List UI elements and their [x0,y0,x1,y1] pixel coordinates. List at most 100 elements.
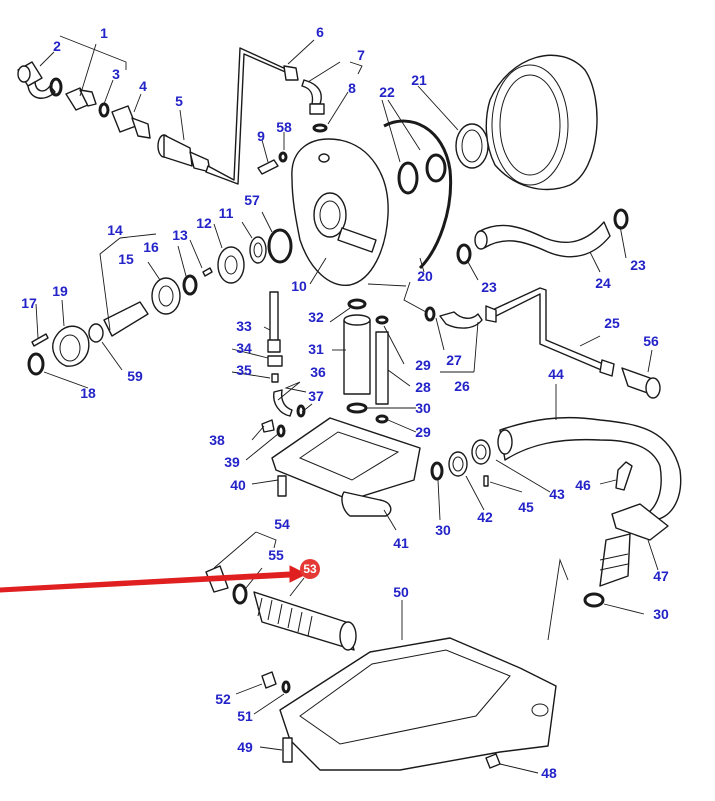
callout-29a[interactable]: 29 [415,357,431,373]
plug-52[interactable] [261,671,277,689]
callout-54[interactable]: 54 [274,516,290,532]
callout-59[interactable]: 59 [127,368,143,384]
callout-15[interactable]: 15 [118,251,134,267]
callout-27[interactable]: 27 [446,352,462,368]
pin-13[interactable] [202,267,213,277]
union-4[interactable] [111,105,151,139]
callout-26[interactable]: 26 [454,378,470,394]
callout-9[interactable]: 9 [257,128,265,144]
elbow-36[interactable] [273,389,293,417]
callout-7[interactable]: 7 [357,47,365,63]
o-ring-30b[interactable] [430,461,444,481]
o-ring-3[interactable] [98,102,110,118]
callout-30a[interactable]: 30 [415,400,431,416]
callout-42[interactable]: 42 [477,509,493,525]
callout-51[interactable]: 51 [237,708,253,724]
o-ring-30a[interactable] [346,402,368,414]
bearing-11[interactable] [249,236,267,264]
callout-57[interactable]: 57 [244,192,260,208]
callout-8[interactable]: 8 [348,80,356,96]
callout-22[interactable]: 22 [379,84,395,100]
o-ring-57[interactable] [267,228,293,264]
o-ring-39[interactable] [276,424,286,438]
o-ring-23a[interactable] [456,243,472,265]
callout-49[interactable]: 49 [237,739,253,755]
callout-30b[interactable]: 30 [435,522,451,538]
callout-46[interactable]: 46 [575,477,591,493]
nut-48[interactable] [485,753,501,769]
callout-34[interactable]: 34 [236,340,252,356]
callout-39[interactable]: 39 [224,454,240,470]
callout-13[interactable]: 13 [172,227,188,243]
seal-21[interactable] [455,123,489,169]
callout-44[interactable]: 44 [548,366,564,382]
callout-30c[interactable]: 30 [653,606,669,622]
washer-2b[interactable] [49,77,63,97]
callout-1[interactable]: 1 [100,25,108,41]
elbow-27[interactable] [439,311,483,329]
bolt-49[interactable] [282,737,293,763]
fitting-56[interactable] [621,367,661,399]
pipe-nut-25b[interactable] [599,359,615,377]
plug-35[interactable] [271,373,279,383]
filter-53[interactable] [253,591,357,651]
bolt-46[interactable] [615,461,633,491]
oil-pan-50[interactable] [279,637,557,771]
sleeve-42[interactable] [448,451,468,477]
callout-56[interactable]: 56 [643,333,659,349]
callout-31[interactable]: 31 [308,341,324,357]
adapter-1[interactable] [65,87,97,111]
pipe-nut-6[interactable] [283,65,299,81]
callout-41[interactable]: 41 [393,535,409,551]
pipe-6[interactable] [205,47,291,185]
pipe-25[interactable] [487,287,609,373]
bolt-40[interactable] [277,475,287,497]
callout-23a[interactable]: 23 [481,279,497,295]
callout-29b[interactable]: 29 [415,424,431,440]
sleeve-31[interactable] [343,314,371,395]
callout-17[interactable]: 17 [21,295,37,311]
callout-36[interactable]: 36 [310,364,326,380]
callout-37[interactable]: 37 [308,388,324,404]
callout-19[interactable]: 19 [52,283,68,299]
callout-32[interactable]: 32 [308,309,324,325]
callout-33[interactable]: 33 [236,318,252,334]
callout-4[interactable]: 4 [139,78,147,94]
callout-14[interactable]: 14 [107,222,123,238]
callout-20[interactable]: 20 [417,268,433,284]
callout-18[interactable]: 18 [80,385,96,401]
bolt-17[interactable] [31,333,49,347]
gasket-20[interactable] [383,119,453,270]
flange-47[interactable] [611,503,669,541]
cover-41[interactable] [271,417,421,517]
callout-28[interactable]: 28 [415,379,431,395]
callout-38[interactable]: 38 [209,432,225,448]
callout-45[interactable]: 45 [518,499,534,515]
tube-33[interactable] [269,291,279,343]
sleeve-43[interactable] [471,439,491,465]
tube-28[interactable] [375,331,389,405]
callout-25[interactable]: 25 [604,315,620,331]
callout-43[interactable]: 43 [549,486,565,502]
o-ring-23b[interactable] [613,208,629,230]
callout-16[interactable]: 16 [143,239,159,255]
nut-59[interactable] [88,323,104,343]
callout-5[interactable]: 5 [175,93,183,109]
o-ring-22a[interactable] [397,161,419,195]
callout-47[interactable]: 47 [653,568,669,584]
callout-48[interactable]: 48 [541,765,557,781]
tube-33-nut[interactable] [267,339,281,353]
pin-45[interactable] [483,475,489,487]
bearing-15[interactable] [151,277,181,315]
hose-24[interactable] [474,221,611,258]
callout-21[interactable]: 21 [411,72,427,88]
callout-58[interactable]: 58 [276,119,292,135]
o-ring-29a[interactable] [375,315,389,325]
callout-50[interactable]: 50 [393,584,409,600]
callout-23b[interactable]: 23 [630,257,646,273]
o-ring-32[interactable] [347,298,367,310]
highlight-badge-53[interactable] [300,559,320,579]
o-ring-27[interactable] [424,306,436,322]
circlip-16[interactable] [182,274,198,296]
callout-55[interactable]: 55 [268,547,284,563]
